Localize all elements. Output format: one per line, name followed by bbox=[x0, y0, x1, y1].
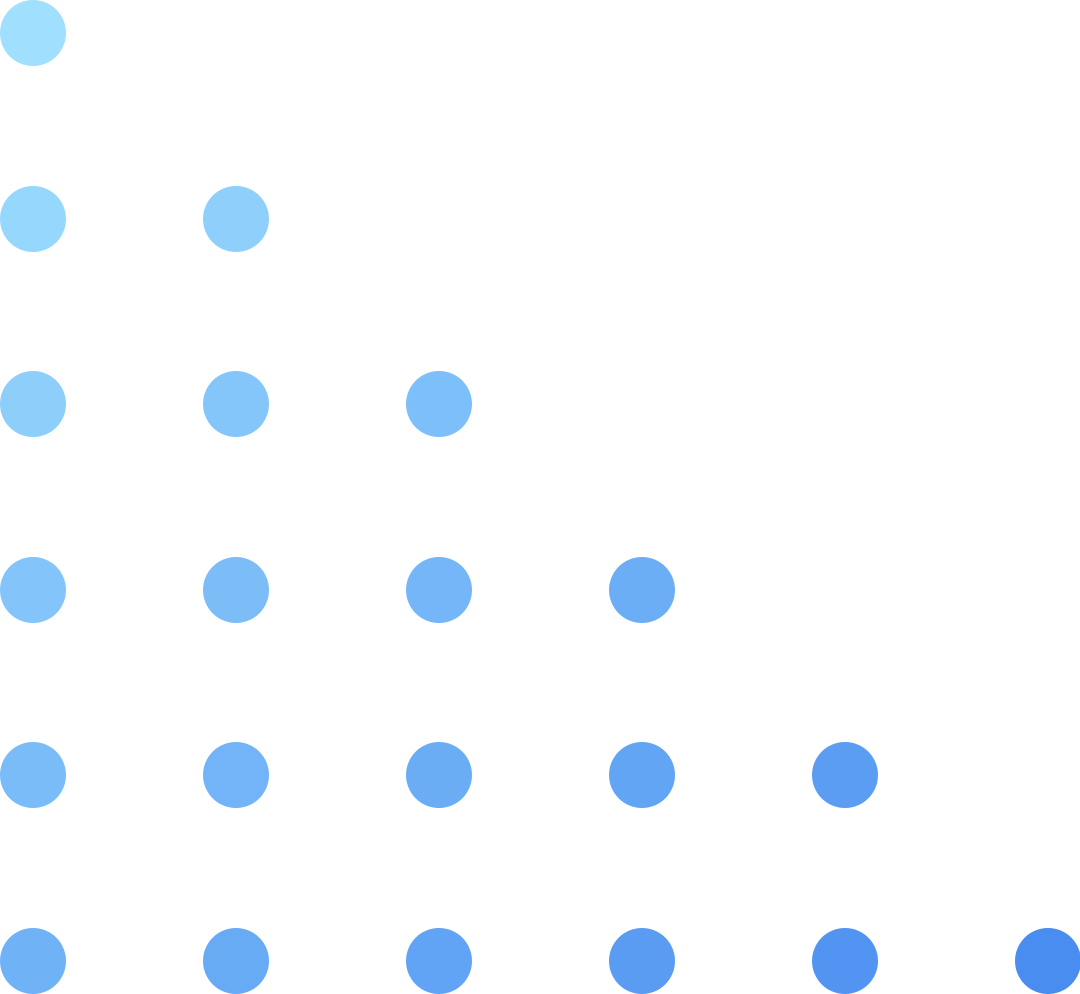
dot-r5-c2 bbox=[203, 742, 269, 809]
dot-r3-c1 bbox=[0, 371, 66, 438]
dot-r2-c2 bbox=[203, 185, 269, 252]
dot-r5-c5 bbox=[812, 742, 878, 809]
dot-r4-c1 bbox=[0, 556, 66, 623]
dot-r4-c2 bbox=[203, 556, 269, 623]
dot-r4-c3 bbox=[406, 556, 472, 623]
dot-r6-c1 bbox=[0, 928, 66, 994]
dot-r6-c3 bbox=[406, 928, 472, 994]
dot-r6-c4 bbox=[609, 928, 675, 994]
dot-r5-c1 bbox=[0, 742, 66, 809]
dot-r1-c1 bbox=[0, 0, 66, 66]
dot-r6-c6 bbox=[1015, 928, 1080, 994]
dot-r3-c2 bbox=[203, 371, 269, 438]
dot-r4-c4 bbox=[609, 556, 675, 623]
dot-r3-c3 bbox=[406, 371, 472, 438]
dot-r2-c1 bbox=[0, 185, 66, 252]
dot-r5-c3 bbox=[406, 742, 472, 809]
dot-r6-c2 bbox=[203, 928, 269, 994]
dot-r5-c4 bbox=[609, 742, 675, 809]
dot-r6-c5 bbox=[812, 928, 878, 994]
